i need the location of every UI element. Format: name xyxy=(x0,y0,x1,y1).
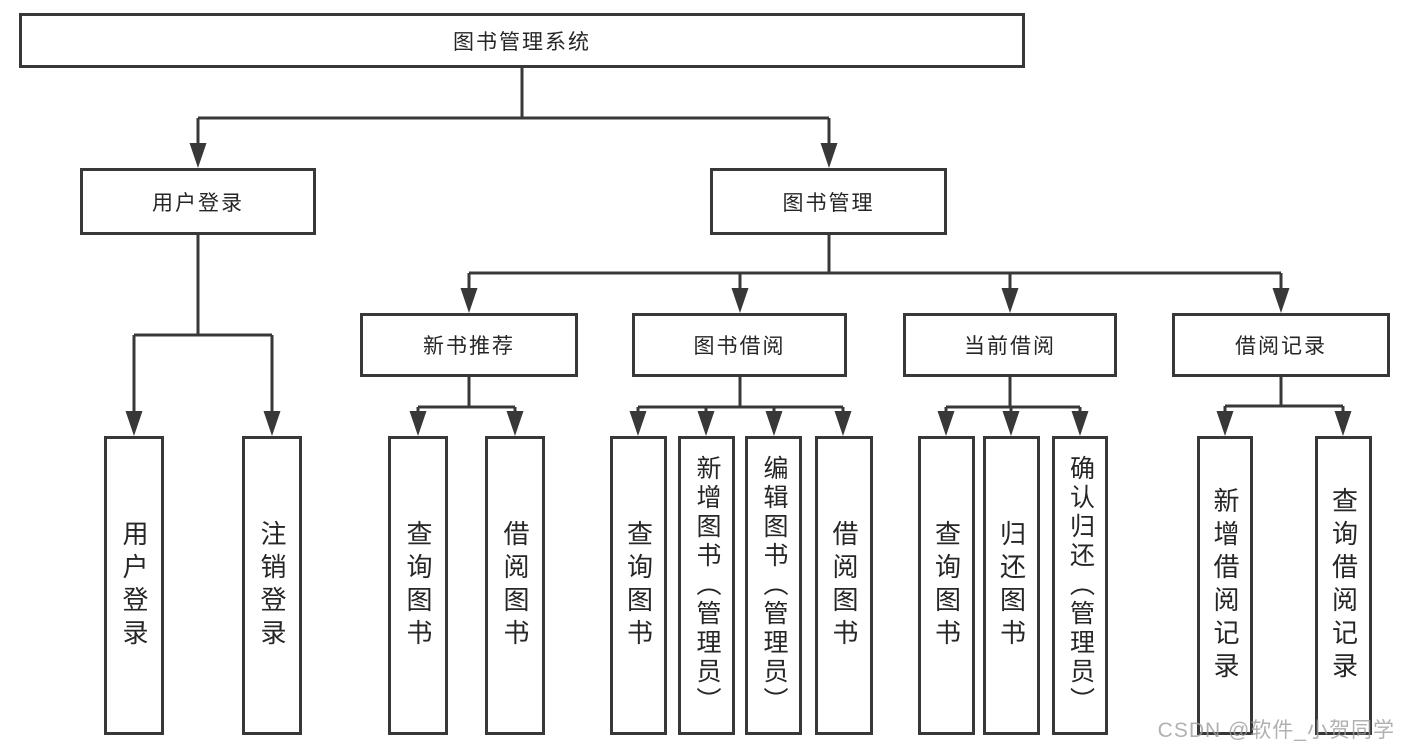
edge-line xyxy=(196,68,831,148)
edge-line xyxy=(944,377,1082,416)
node-label: 用户登录 xyxy=(119,519,149,652)
node-label: 注销登录 xyxy=(257,519,287,652)
arrowhead xyxy=(460,288,1290,313)
node-return-books: 归还图书 xyxy=(983,436,1040,735)
arrowhead xyxy=(937,411,1089,436)
node-add-books-admin: 新增图书（管理员） xyxy=(678,436,735,735)
node-add-borrow-record: 新增借阅记录 xyxy=(1197,436,1253,735)
node-query-books-current: 查询图书 xyxy=(918,436,975,735)
edge-current-borrow-to-leaves xyxy=(937,377,1089,436)
node-label: 借阅图书 xyxy=(500,519,530,652)
node-library-system: 图书管理系统 xyxy=(19,13,1025,68)
node-query-books-recommend: 查询图书 xyxy=(388,436,448,735)
csdn-watermark: CSDN @软件_小贺同学 xyxy=(1157,719,1395,742)
node-label: 图书管理系统 xyxy=(453,30,591,54)
node-current-borrow: 当前借阅 xyxy=(903,313,1117,377)
edge-new-book-to-leaves xyxy=(409,377,524,436)
node-user-login: 用户登录 xyxy=(80,168,316,235)
node-label: 图书借阅 xyxy=(693,335,786,358)
edge-book-borrow-to-leaves xyxy=(629,377,852,436)
node-label: 图书管理 xyxy=(782,191,875,215)
node-label: 新增图书（管理员） xyxy=(693,455,721,716)
node-user-login-leaf: 用户登录 xyxy=(104,436,164,735)
node-label: 借阅记录 xyxy=(1235,335,1327,358)
node-label: 新书推荐 xyxy=(423,335,515,358)
node-label: 当前借阅 xyxy=(964,335,1056,358)
node-borrow-records: 借阅记录 xyxy=(1172,313,1390,377)
edge-line xyxy=(416,377,517,416)
node-label: 借阅图书 xyxy=(829,519,859,652)
node-label: 查询图书 xyxy=(931,519,962,652)
arrowhead xyxy=(189,143,838,168)
node-query-borrow-record: 查询借阅记录 xyxy=(1315,436,1372,735)
node-label: 归还图书 xyxy=(996,519,1027,652)
arrowhead xyxy=(409,411,524,436)
node-logout-leaf: 注销登录 xyxy=(242,436,302,735)
node-edit-books-admin: 编辑图书（管理员） xyxy=(745,436,802,735)
node-confirm-return-admin: 确认归还（管理员） xyxy=(1052,436,1108,735)
node-label: 新增借阅记录 xyxy=(1210,486,1240,685)
edge-line xyxy=(132,235,274,416)
edge-root-to-level2 xyxy=(189,68,838,168)
arrowhead xyxy=(629,411,852,436)
node-borrow-books-recommend: 借阅图书 xyxy=(485,436,545,735)
node-book-borrow: 图书借阅 xyxy=(632,313,847,377)
edge-line xyxy=(1223,377,1345,416)
node-label: 查询借阅记录 xyxy=(1328,486,1359,685)
node-label: 用户登录 xyxy=(152,191,244,215)
node-label: 查询图书 xyxy=(623,519,654,652)
node-borrow-books-leaf: 借阅图书 xyxy=(815,436,873,735)
node-label: 编辑图书（管理员） xyxy=(760,455,788,716)
node-query-books-borrow: 查询图书 xyxy=(610,436,667,735)
edge-line xyxy=(467,235,1283,293)
edge-line xyxy=(636,377,845,416)
edge-borrow-records-to-leaves xyxy=(1216,377,1352,436)
edge-user-login-to-leaves xyxy=(125,235,281,436)
edge-book-mgmt-to-level3 xyxy=(460,235,1290,313)
node-label: 确认归还（管理员） xyxy=(1066,455,1095,716)
node-book-management: 图书管理 xyxy=(710,168,947,235)
node-new-book-recommend: 新书推荐 xyxy=(360,313,578,377)
arrowhead xyxy=(125,411,281,436)
node-label: 查询图书 xyxy=(403,519,433,652)
arrowhead xyxy=(1216,411,1352,436)
